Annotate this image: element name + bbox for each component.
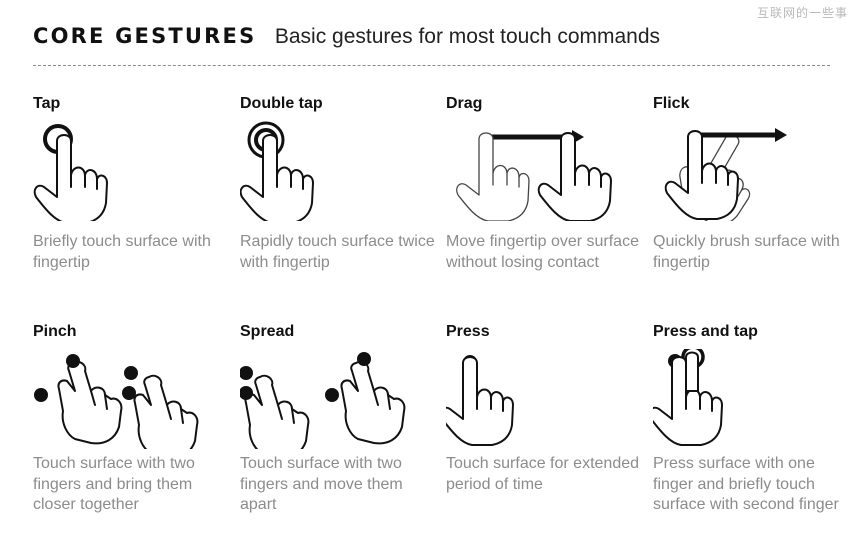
gesture-description: Briefly touch surface with fingertip <box>33 233 211 271</box>
gesture-description: Press surface with one finger and briefl… <box>653 455 839 513</box>
tap-gesture-icon <box>33 124 108 221</box>
press-and-tap-gesture-icon <box>653 349 723 446</box>
header-divider <box>33 65 830 66</box>
gesture-card-pinch: Pinch Touch surface with two fingers and… <box>33 323 233 513</box>
gesture-title: Pinch <box>33 323 77 340</box>
gesture-description: Move fingertip over surface without losi… <box>446 233 639 271</box>
gesture-card-flick: Flick Quickly brush surface with fingert… <box>653 95 853 271</box>
gesture-title: Spread <box>240 323 295 340</box>
gesture-card-double-tap: Double tap Rapidly touch surface twice w… <box>240 95 440 271</box>
press-gesture-icon <box>446 355 514 446</box>
gesture-description: Touch surface for extended period of tim… <box>446 455 640 493</box>
spread-gesture-icon <box>240 352 406 449</box>
gesture-description: Quickly brush surface with fingertip <box>653 233 840 271</box>
gesture-title: Double tap <box>240 95 323 112</box>
gesture-card-press: Press Touch surface for extended period … <box>446 323 646 493</box>
page-subtitle: Basic gestures for most touch commands <box>274 25 661 48</box>
drag-gesture-icon <box>456 130 612 221</box>
gesture-description: Touch surface with two fingers and bring… <box>33 455 195 513</box>
gesture-title: Drag <box>446 95 483 112</box>
gesture-title: Press and tap <box>653 323 758 340</box>
gesture-description: Touch surface with two fingers and move … <box>240 455 403 513</box>
watermark: 互联网的一些事 <box>756 6 848 20</box>
flick-gesture-icon <box>664 121 787 221</box>
gesture-card-press-and-tap: Press and tap Press surface with one fin… <box>653 323 853 513</box>
page-title: CORE GESTURES <box>33 24 257 48</box>
gesture-description: Rapidly touch surface twice with fingert… <box>240 233 435 271</box>
gesture-title: Press <box>446 323 490 340</box>
double-tap-gesture-icon <box>240 121 314 221</box>
pinch-gesture-icon <box>34 354 199 449</box>
gesture-card-drag: Drag Move fingertip over surface without… <box>446 95 646 271</box>
gesture-card-tap: Tap Briefly touch surface with fingertip <box>33 95 233 271</box>
gesture-title: Flick <box>653 95 690 112</box>
gesture-title: Tap <box>33 95 61 112</box>
page-header: CORE GESTURES Basic gestures for most to… <box>33 24 660 52</box>
gesture-card-spread: Spread Touch surface with two fingers an… <box>240 323 440 513</box>
